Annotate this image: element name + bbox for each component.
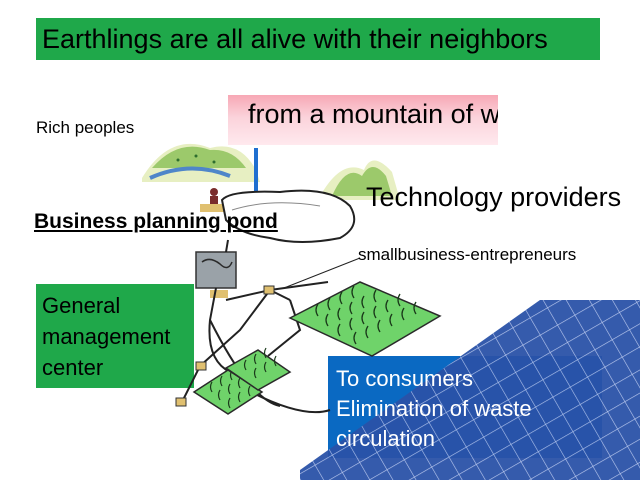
management-line-1: General [42,293,121,318]
business-pond-label: Business planning pond [34,210,278,233]
pipe-valves [175,285,275,407]
management-facility [195,251,237,298]
small-business-pointer [283,257,361,289]
crop-field-large [288,281,442,357]
management-line-2: management [42,324,171,349]
business-pond-outline [220,189,356,243]
consumers-line-1: To consumers [336,366,473,391]
technology-providers-label: Technology providers [366,182,622,212]
wealth-banner: from a mountain of wealth [228,95,498,145]
rich-peoples-label: Rich peoples [36,118,135,137]
management-center-box: General management center [36,284,194,388]
title-bar-bg [36,18,600,60]
small-business-label: smallbusiness-entrepreneurs [358,245,577,264]
management-box-bg [36,284,194,388]
diagram-title: Earthlings are all alive with their neig… [42,23,548,54]
consumers-line-2: Elimination of waste [336,396,532,421]
solar-panel-field [300,300,640,480]
consumers-box: To consumers Elimination of waste circul… [328,356,602,458]
consumers-line-3: circulation [336,426,436,451]
wealth-hills [142,143,260,182]
person-figure [200,188,230,212]
crop-field-small-right [224,347,292,391]
management-line-3: center [42,355,104,380]
